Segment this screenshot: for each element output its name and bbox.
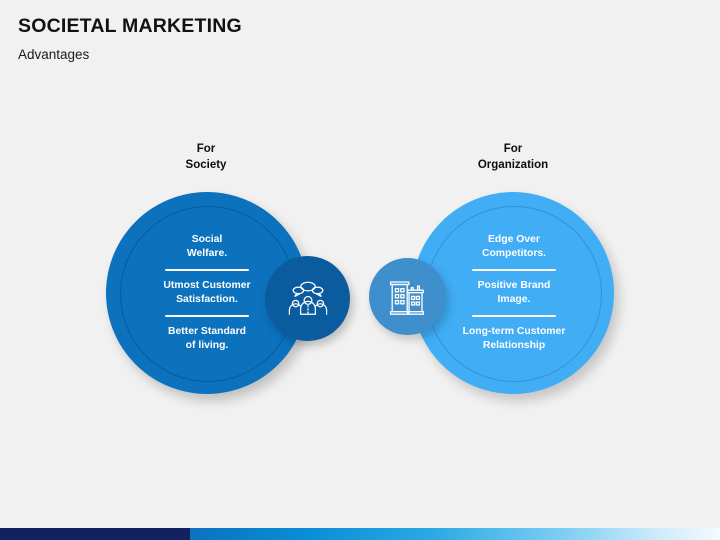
society-icon-bubble[interactable] — [265, 256, 350, 341]
organization-icon-bubble[interactable] — [369, 258, 446, 335]
society-divider-2 — [165, 314, 249, 318]
society-divider-1 — [165, 268, 249, 272]
society-item-1: Social Welfare. — [186, 234, 228, 259]
organization-item-list: Edge Over Competitors. Positive Brand Im… — [443, 212, 585, 374]
group-label-society-line1: For — [196, 143, 216, 155]
society-item-list: Social Welfare. Utmost Customer Satisfac… — [136, 212, 278, 374]
page-subtitle: Advantages — [18, 47, 90, 63]
organization-divider-2 — [472, 314, 556, 318]
page-header: SOCIETAL MARKETING Advantages — [18, 14, 618, 64]
society-item-3: Better Standard of living. — [168, 326, 246, 352]
group-label-society-line2: Society — [185, 158, 227, 171]
organization-divider-1 — [472, 268, 556, 272]
group-label-organization-line1: For — [503, 143, 523, 155]
society-item-2: Utmost Customer Satisfaction. — [163, 280, 251, 305]
bottom-accent-bar — [0, 528, 720, 540]
organization-item-2: Positive Brand Image. — [477, 280, 551, 305]
page-title: SOCIETAL MARKETING — [18, 15, 242, 37]
organization-item-1: Edge Over Competitors. — [481, 234, 547, 259]
group-label-society: For Society — [106, 142, 306, 174]
bottom-bar-gradient-segment — [190, 528, 720, 540]
people-group-icon — [287, 280, 329, 318]
bottom-bar-navy-segment — [0, 528, 190, 540]
group-label-organization-line2: Organization — [477, 158, 549, 171]
office-building-icon — [388, 278, 428, 316]
group-label-organization: For Organization — [413, 142, 613, 174]
organization-item-3: Long-term Customer Relationship — [462, 326, 566, 352]
